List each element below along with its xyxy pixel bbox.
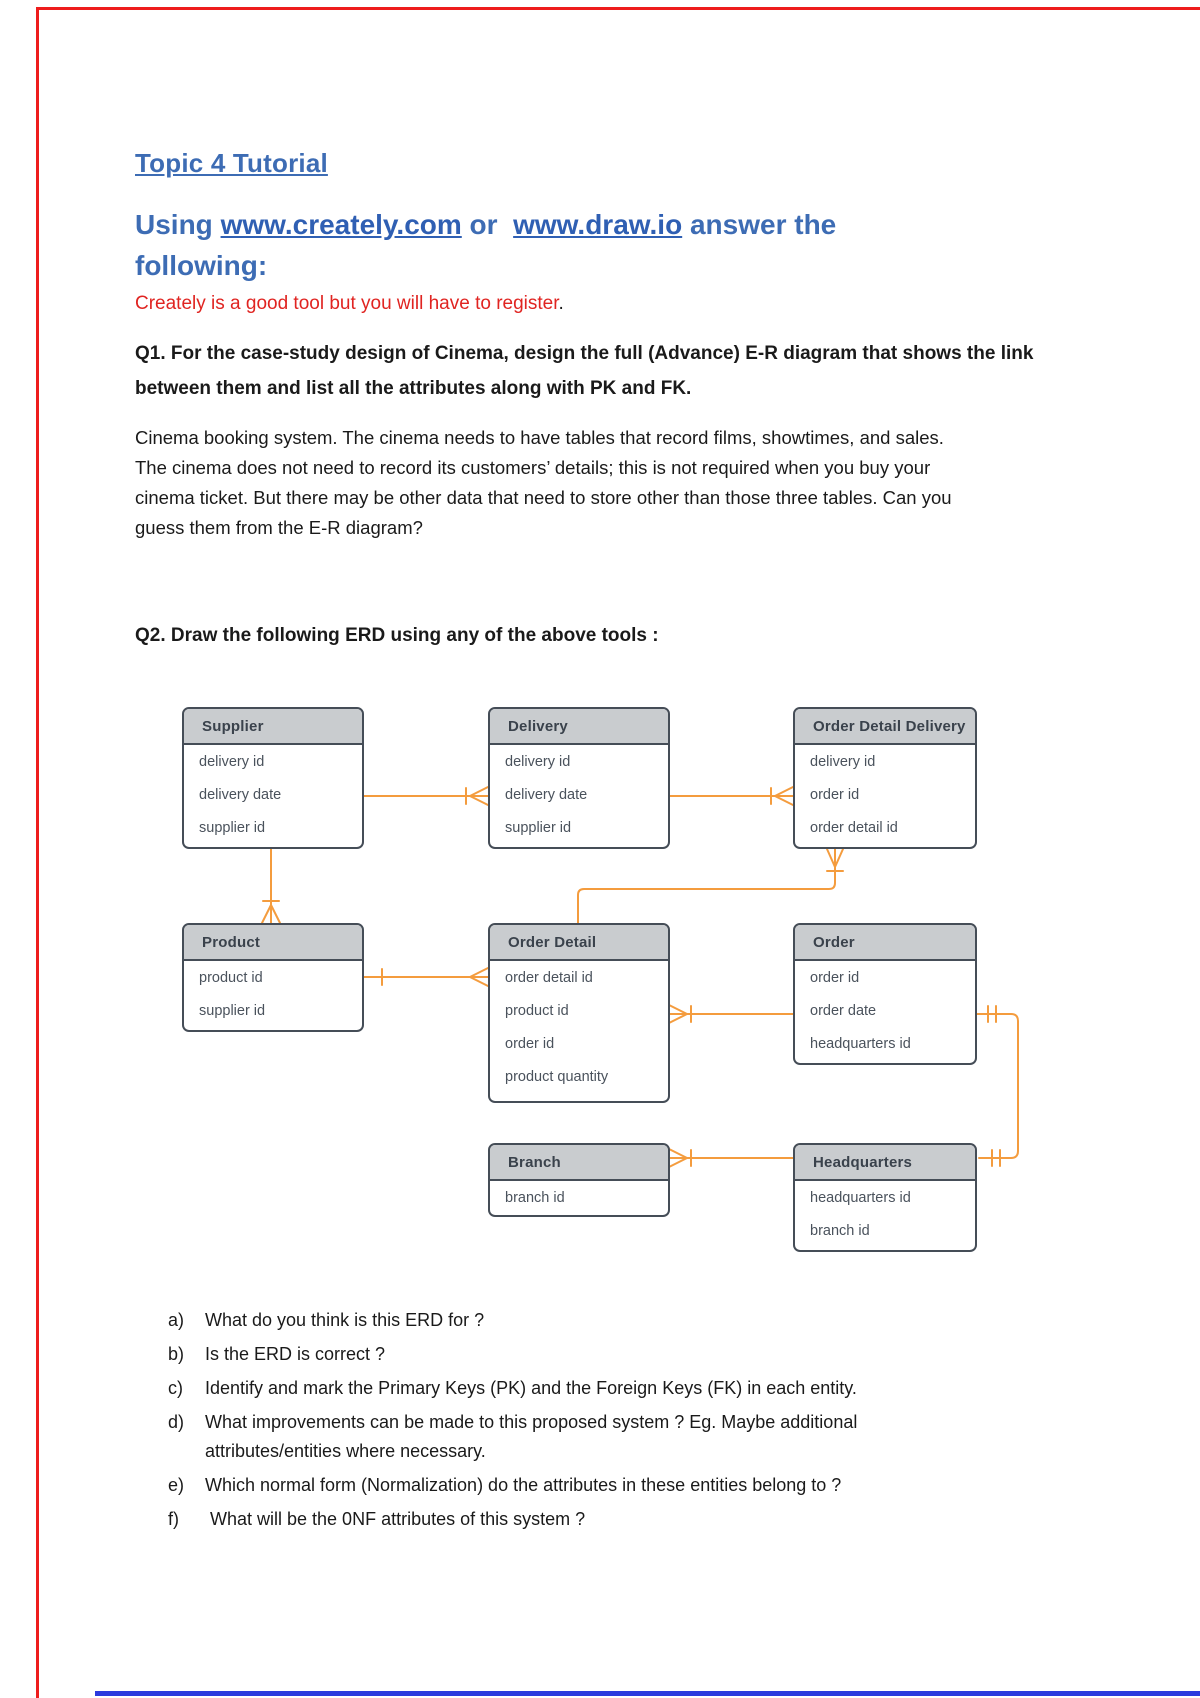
entity-attribute: delivery date xyxy=(505,786,588,803)
entity-attribute: delivery id xyxy=(810,753,876,770)
entity-attribute: branch id xyxy=(505,1189,565,1206)
list-item: f) What will be the 0NF attributes of th… xyxy=(168,1509,586,1529)
page-border-top xyxy=(36,7,1200,10)
creately-link[interactable]: www.creately.com xyxy=(220,209,462,240)
entity-attribute: order detail id xyxy=(505,969,593,986)
entity-title: Delivery xyxy=(490,709,668,745)
entity-attribute: delivery id xyxy=(505,753,571,770)
entity-attribute: supplier id xyxy=(199,819,266,836)
subtitle-heading: Using www.creately.com or www.draw.io an… xyxy=(135,204,1095,286)
entity-attribute: supplier id xyxy=(199,1002,266,1019)
entity-attribute: delivery date xyxy=(199,786,282,803)
entity-title: Order xyxy=(795,925,975,961)
question2-heading: Q2. Draw the following ERD using any of … xyxy=(135,625,659,646)
entity-attribute: order id xyxy=(810,969,860,986)
erd-entity-branch: Branch branch id xyxy=(488,1143,670,1217)
entity-attribute: supplier id xyxy=(505,819,572,836)
erd-entity-supplier: Supplier delivery id delivery date suppl… xyxy=(182,707,364,849)
subtitle-mid: or xyxy=(461,209,514,240)
list-item: c) Identify and mark the Primary Keys (P… xyxy=(168,1378,857,1398)
list-item: a) What do you think is this ERD for ? xyxy=(168,1310,485,1330)
connector-orderdetaildelivery-orderdetail xyxy=(577,848,844,924)
page-border-bottom xyxy=(95,1691,1200,1696)
connector-delivery-orderdetaildelivery xyxy=(669,786,794,806)
question1-paragraph: Q1. For the case-study design of Cinema,… xyxy=(135,343,1034,399)
entity-attribute: headquarters id xyxy=(810,1189,911,1206)
erd-entity-order-detail-delivery: Order Detail Delivery delivery id order … xyxy=(793,707,977,849)
entity-attribute: order date xyxy=(810,1002,877,1019)
drawio-link[interactable]: www.draw.io xyxy=(513,209,683,240)
list-item: b) Is the ERD is correct ? xyxy=(168,1344,386,1364)
list-item: d) What improvements can be made to this… xyxy=(168,1412,858,1461)
register-note: Creately is a good tool but you will hav… xyxy=(135,293,564,314)
connector-orderdetail-order xyxy=(668,1004,794,1024)
entity-title: Product xyxy=(184,925,362,961)
question-list: a) What do you think is this ERD for ? b… xyxy=(168,1306,857,1539)
entity-attribute: order detail id xyxy=(810,819,898,836)
subtitle-suffix: answer the xyxy=(682,209,837,240)
page-title: Topic 4 Tutorial xyxy=(135,148,328,178)
connector-product-orderdetail xyxy=(363,967,489,987)
entity-title: Order Detail Delivery xyxy=(795,709,975,745)
connector-supplier-delivery xyxy=(363,786,489,806)
entity-attribute: order id xyxy=(810,786,860,803)
entity-attribute: headquarters id xyxy=(810,1035,911,1052)
entity-title: Headquarters xyxy=(795,1145,975,1181)
entity-title: Supplier xyxy=(184,709,362,745)
subtitle-line2: following: xyxy=(135,250,268,281)
list-item: e) Which normal form (Normalization) do … xyxy=(168,1475,842,1495)
entity-attribute: order id xyxy=(505,1035,555,1052)
page-border-left xyxy=(36,7,39,1698)
cinema-description-paragraph: Cinema booking system. The cinema needs … xyxy=(135,427,952,538)
connector-branch-headquarters xyxy=(668,1148,794,1168)
entity-attribute: product quantity xyxy=(505,1068,609,1085)
entity-attribute: branch id xyxy=(810,1222,870,1239)
erd-entity-headquarters: Headquarters headquarters id branch id xyxy=(793,1143,977,1252)
erd-entity-product: Product product id supplier id xyxy=(182,923,364,1032)
connector-order-headquarters xyxy=(976,1005,1019,1167)
entity-attribute: delivery id xyxy=(199,753,265,770)
erd-entity-order-detail: Order Detail order detail id product id … xyxy=(488,923,670,1103)
entity-title: Order Detail xyxy=(490,925,668,961)
entity-title: Branch xyxy=(490,1145,668,1181)
entity-attribute: product id xyxy=(199,969,263,986)
erd-entity-delivery: Delivery delivery id delivery date suppl… xyxy=(488,707,670,849)
erd-entity-order: Order order id order date headquarters i… xyxy=(793,923,977,1065)
subtitle-prefix: Using xyxy=(135,209,221,240)
entity-attribute: product id xyxy=(505,1002,569,1019)
connector-supplier-product xyxy=(261,848,281,924)
